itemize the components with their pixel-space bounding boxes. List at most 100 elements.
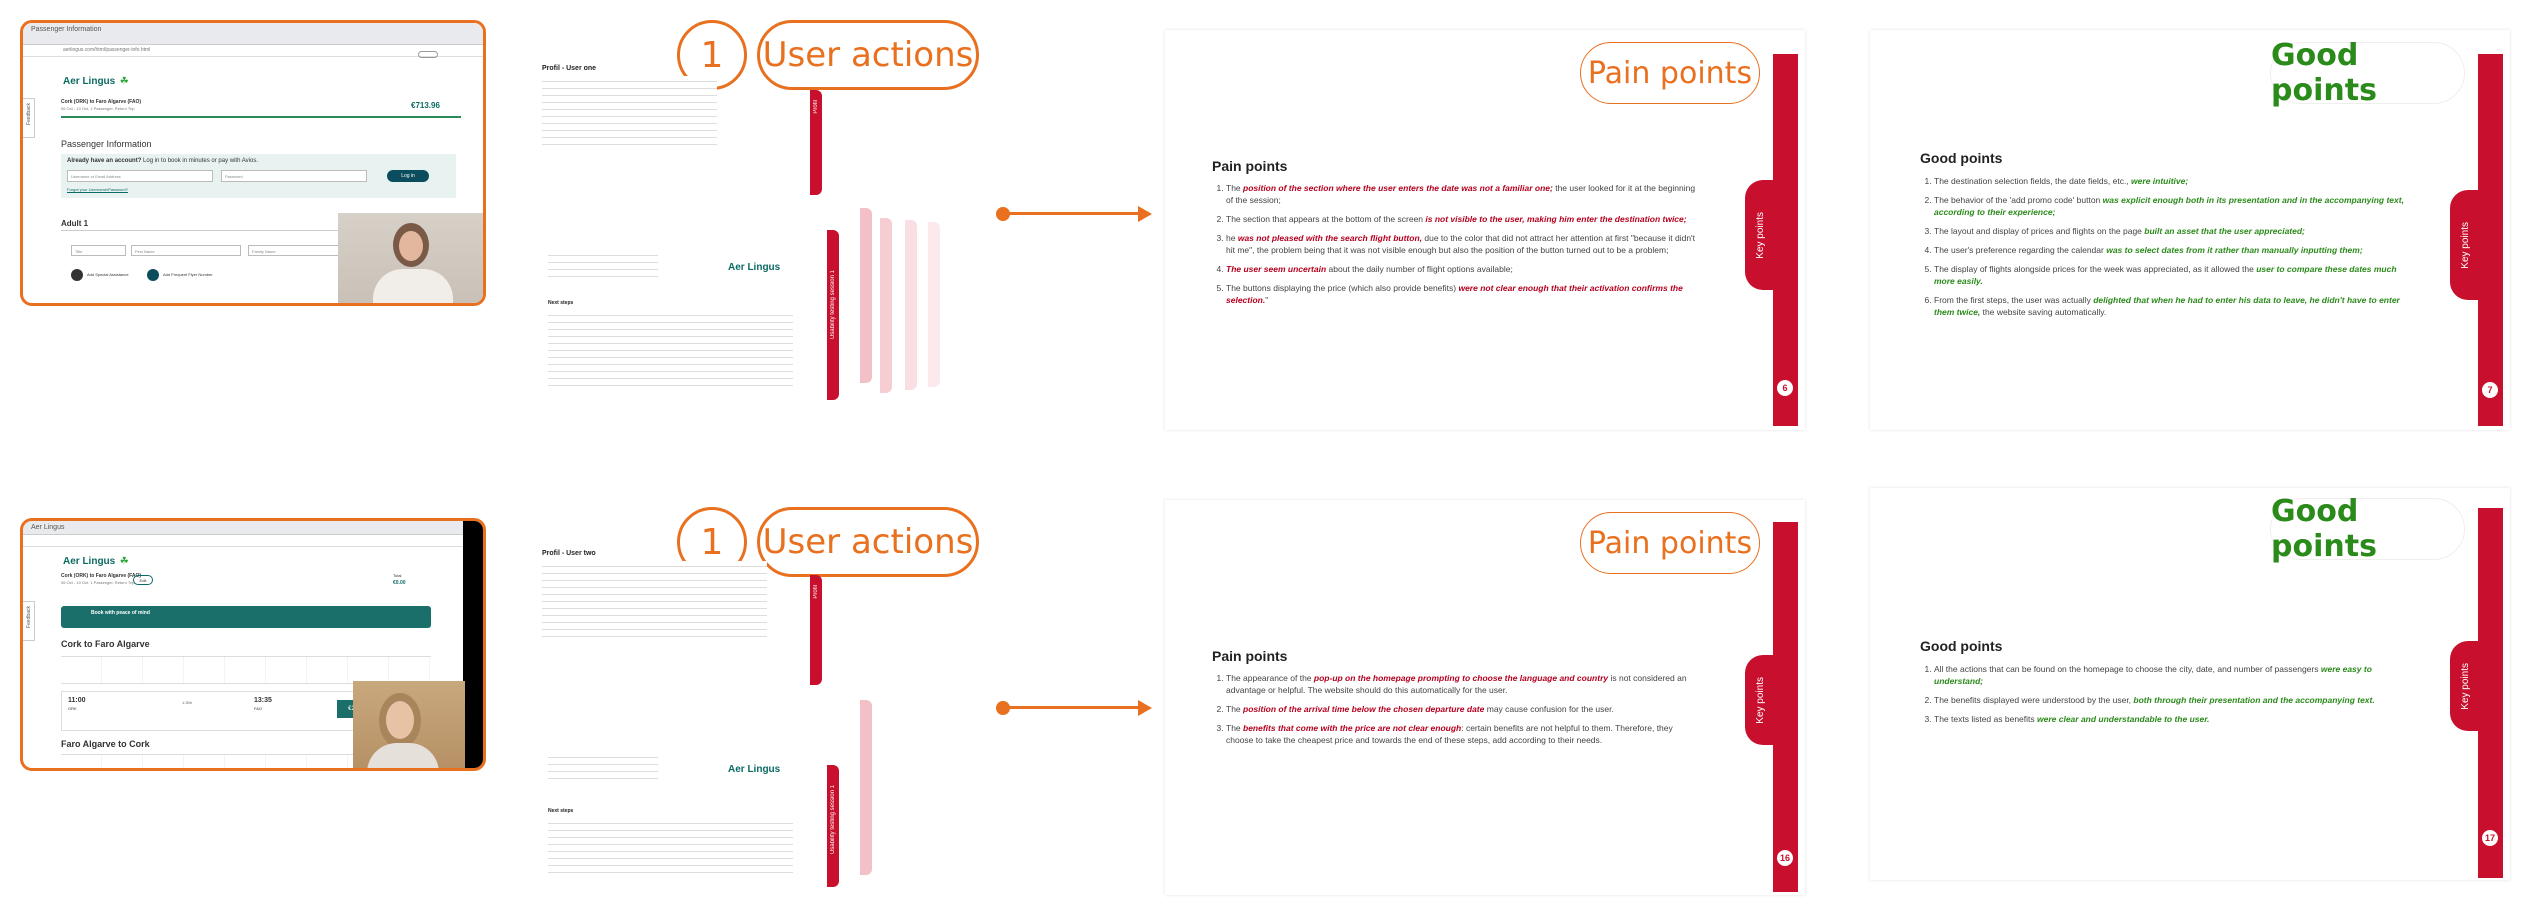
list-item: The benefits displayed were understood b… — [1934, 694, 2410, 706]
plain-text: The — [1226, 704, 1244, 714]
screen-edge — [463, 521, 483, 768]
date-strip[interactable] — [61, 656, 431, 684]
frequent-flyer-icon[interactable] — [147, 269, 159, 281]
flight-duration: 1:35h — [182, 700, 193, 705]
session-tab[interactable]: Usability testing session 1 — [827, 230, 839, 400]
emphasis-text: position of the section where the user e… — [1243, 183, 1553, 193]
plain-text: From the first steps, the user was actua… — [1934, 295, 2094, 305]
username-input[interactable]: Username or Email Address — [67, 170, 213, 182]
shamrock-icon: ☘ — [119, 76, 129, 87]
next-steps-text — [548, 310, 793, 392]
key-points-tab[interactable]: Key points — [1745, 180, 1775, 290]
emphasis-text: delighted that when he had to enter his … — [1934, 295, 2400, 317]
list-item: The destination selection fields, the da… — [1934, 175, 2410, 187]
plain-text: The appearance of the — [1226, 673, 1314, 683]
next-steps-heading: Next steps — [548, 300, 574, 306]
good-points-pill: Good points — [2270, 38, 2465, 108]
faded-tab — [880, 218, 892, 393]
emphasis-text: were intuitive; — [2131, 176, 2189, 186]
pain-points-list: The position of the section where the us… — [1212, 182, 1702, 313]
user-actions-pill: User actions — [757, 20, 979, 90]
pain-points-pill: Pain points — [1580, 512, 1760, 574]
adult-label: Adult 1 — [61, 219, 89, 228]
profile-title: Profil - User two — [542, 550, 596, 557]
plain-text: due to the color that did not attract he… — [1226, 233, 1696, 255]
list-item: The appearance of the pop-up on the home… — [1226, 672, 1702, 696]
session-intro — [548, 250, 658, 280]
faded-tab — [905, 220, 917, 390]
profile-tab[interactable]: Profil — [810, 90, 822, 195]
browser-tab-bar: Passenger Information — [23, 23, 483, 45]
assistance-icon[interactable] — [71, 269, 83, 281]
list-item: The layout and display of prices and fli… — [1934, 225, 2410, 237]
edit-button[interactable]: Edit — [133, 575, 153, 585]
date-strip[interactable] — [61, 754, 371, 768]
key-points-tab[interactable]: Key points — [1745, 655, 1775, 745]
slide-heading: Good points — [1920, 638, 2003, 654]
route-title: Cork (ORK) to Faro Algarve (FAO) — [61, 99, 142, 105]
user-profile-document: Profil - User two — [542, 550, 807, 639]
arrival-time: 13:35 — [254, 697, 272, 704]
next-steps-heading: Next steps — [548, 808, 574, 814]
profile-title: Profil - User one — [542, 65, 597, 72]
brand-logo: Aer Lingus ☘ — [63, 556, 129, 567]
list-item: The user's preference regarding the cale… — [1934, 244, 2410, 256]
arrow-head-icon — [1138, 700, 1152, 716]
pain-points-pill: Pain points — [1580, 42, 1760, 104]
good-points-slide: Good points Key points 17 Good points Al… — [1870, 488, 2510, 880]
faded-tab — [860, 208, 872, 383]
faded-tab — [860, 700, 872, 875]
key-points-tab[interactable]: Key points — [2450, 641, 2480, 731]
arrow-head-icon — [1138, 206, 1152, 222]
title-select[interactable]: Title — [71, 245, 126, 256]
good-points-pill: Good points — [2270, 494, 2465, 564]
arrow-start-dot — [996, 701, 1010, 715]
faded-tab — [928, 222, 940, 387]
inbound-title: Faro Algarve to Cork — [61, 739, 150, 749]
address-bar[interactable] — [23, 535, 483, 547]
shamrock-icon: ☘ — [119, 556, 129, 567]
emphasis-text: user to compare these dates much more ea… — [1934, 264, 2397, 286]
trip-price: €713.96 — [411, 101, 440, 110]
feedback-tab[interactable]: Feedback — [23, 601, 35, 641]
total-label: Total — [393, 573, 402, 578]
first-name-input[interactable]: First Name — [131, 245, 241, 256]
arrow-line — [1005, 212, 1140, 215]
forgot-link[interactable]: Forgot your Username/Password? — [67, 187, 128, 192]
section-title: Passenger Information — [61, 139, 152, 149]
login-chip[interactable] — [418, 51, 438, 58]
slide-heading: Pain points — [1212, 648, 1288, 664]
webcam-user-one — [338, 213, 483, 303]
departure-code: ORK — [68, 706, 77, 711]
frequent-flyer-option[interactable]: Add Frequent Flyer Number — [163, 272, 213, 277]
person-face — [399, 231, 423, 261]
address-bar[interactable]: aerlingus.com/html/passenger-info.html — [23, 45, 483, 57]
emphasis-text: was not pleased with the search flight b… — [1237, 233, 1423, 243]
password-input[interactable]: Password — [221, 170, 367, 182]
profile-notes — [542, 76, 717, 146]
emphasis-text: were easy to understand; — [1934, 664, 2372, 686]
emphasis-text: both through their presentation and the … — [2133, 695, 2375, 705]
assistance-option[interactable]: Add Special Assistance — [87, 272, 129, 277]
key-points-tab[interactable]: Key points — [2450, 190, 2480, 300]
peace-of-mind-banner[interactable]: Book with peace of mind — [61, 606, 431, 628]
good-points-slide: Good points Key points 7 Good points The… — [1870, 30, 2510, 430]
page-number: 17 — [2482, 830, 2498, 846]
emphasis-text: benefits that come with the price are no… — [1243, 723, 1462, 733]
emphasis-text: were clear and understandable to the use… — [2037, 714, 2210, 724]
browser-tab[interactable]: Passenger Information — [31, 26, 102, 33]
pain-points-slide: Pain points Key points 16 Pain points Th… — [1165, 500, 1805, 895]
list-item: The display of flights alongside prices … — [1934, 263, 2410, 287]
session-tab[interactable]: Usability testing session 1 — [827, 765, 839, 887]
login-button[interactable]: Log in — [387, 170, 429, 182]
plain-text: The — [1226, 723, 1244, 733]
brand-logo: Aer Lingus ☘ — [63, 76, 129, 87]
person-face — [386, 701, 414, 739]
browser-tab[interactable]: Aer Lingus — [31, 524, 65, 531]
plain-text: he — [1226, 233, 1238, 243]
feedback-tab[interactable]: Feedback — [23, 98, 35, 138]
departure-time: 11:00 — [68, 697, 86, 704]
profile-tab[interactable]: Profil — [810, 575, 822, 685]
browser-tab-bar: Aer Lingus — [23, 521, 483, 535]
plain-text: All the actions that can be found on the… — [1934, 664, 2321, 674]
